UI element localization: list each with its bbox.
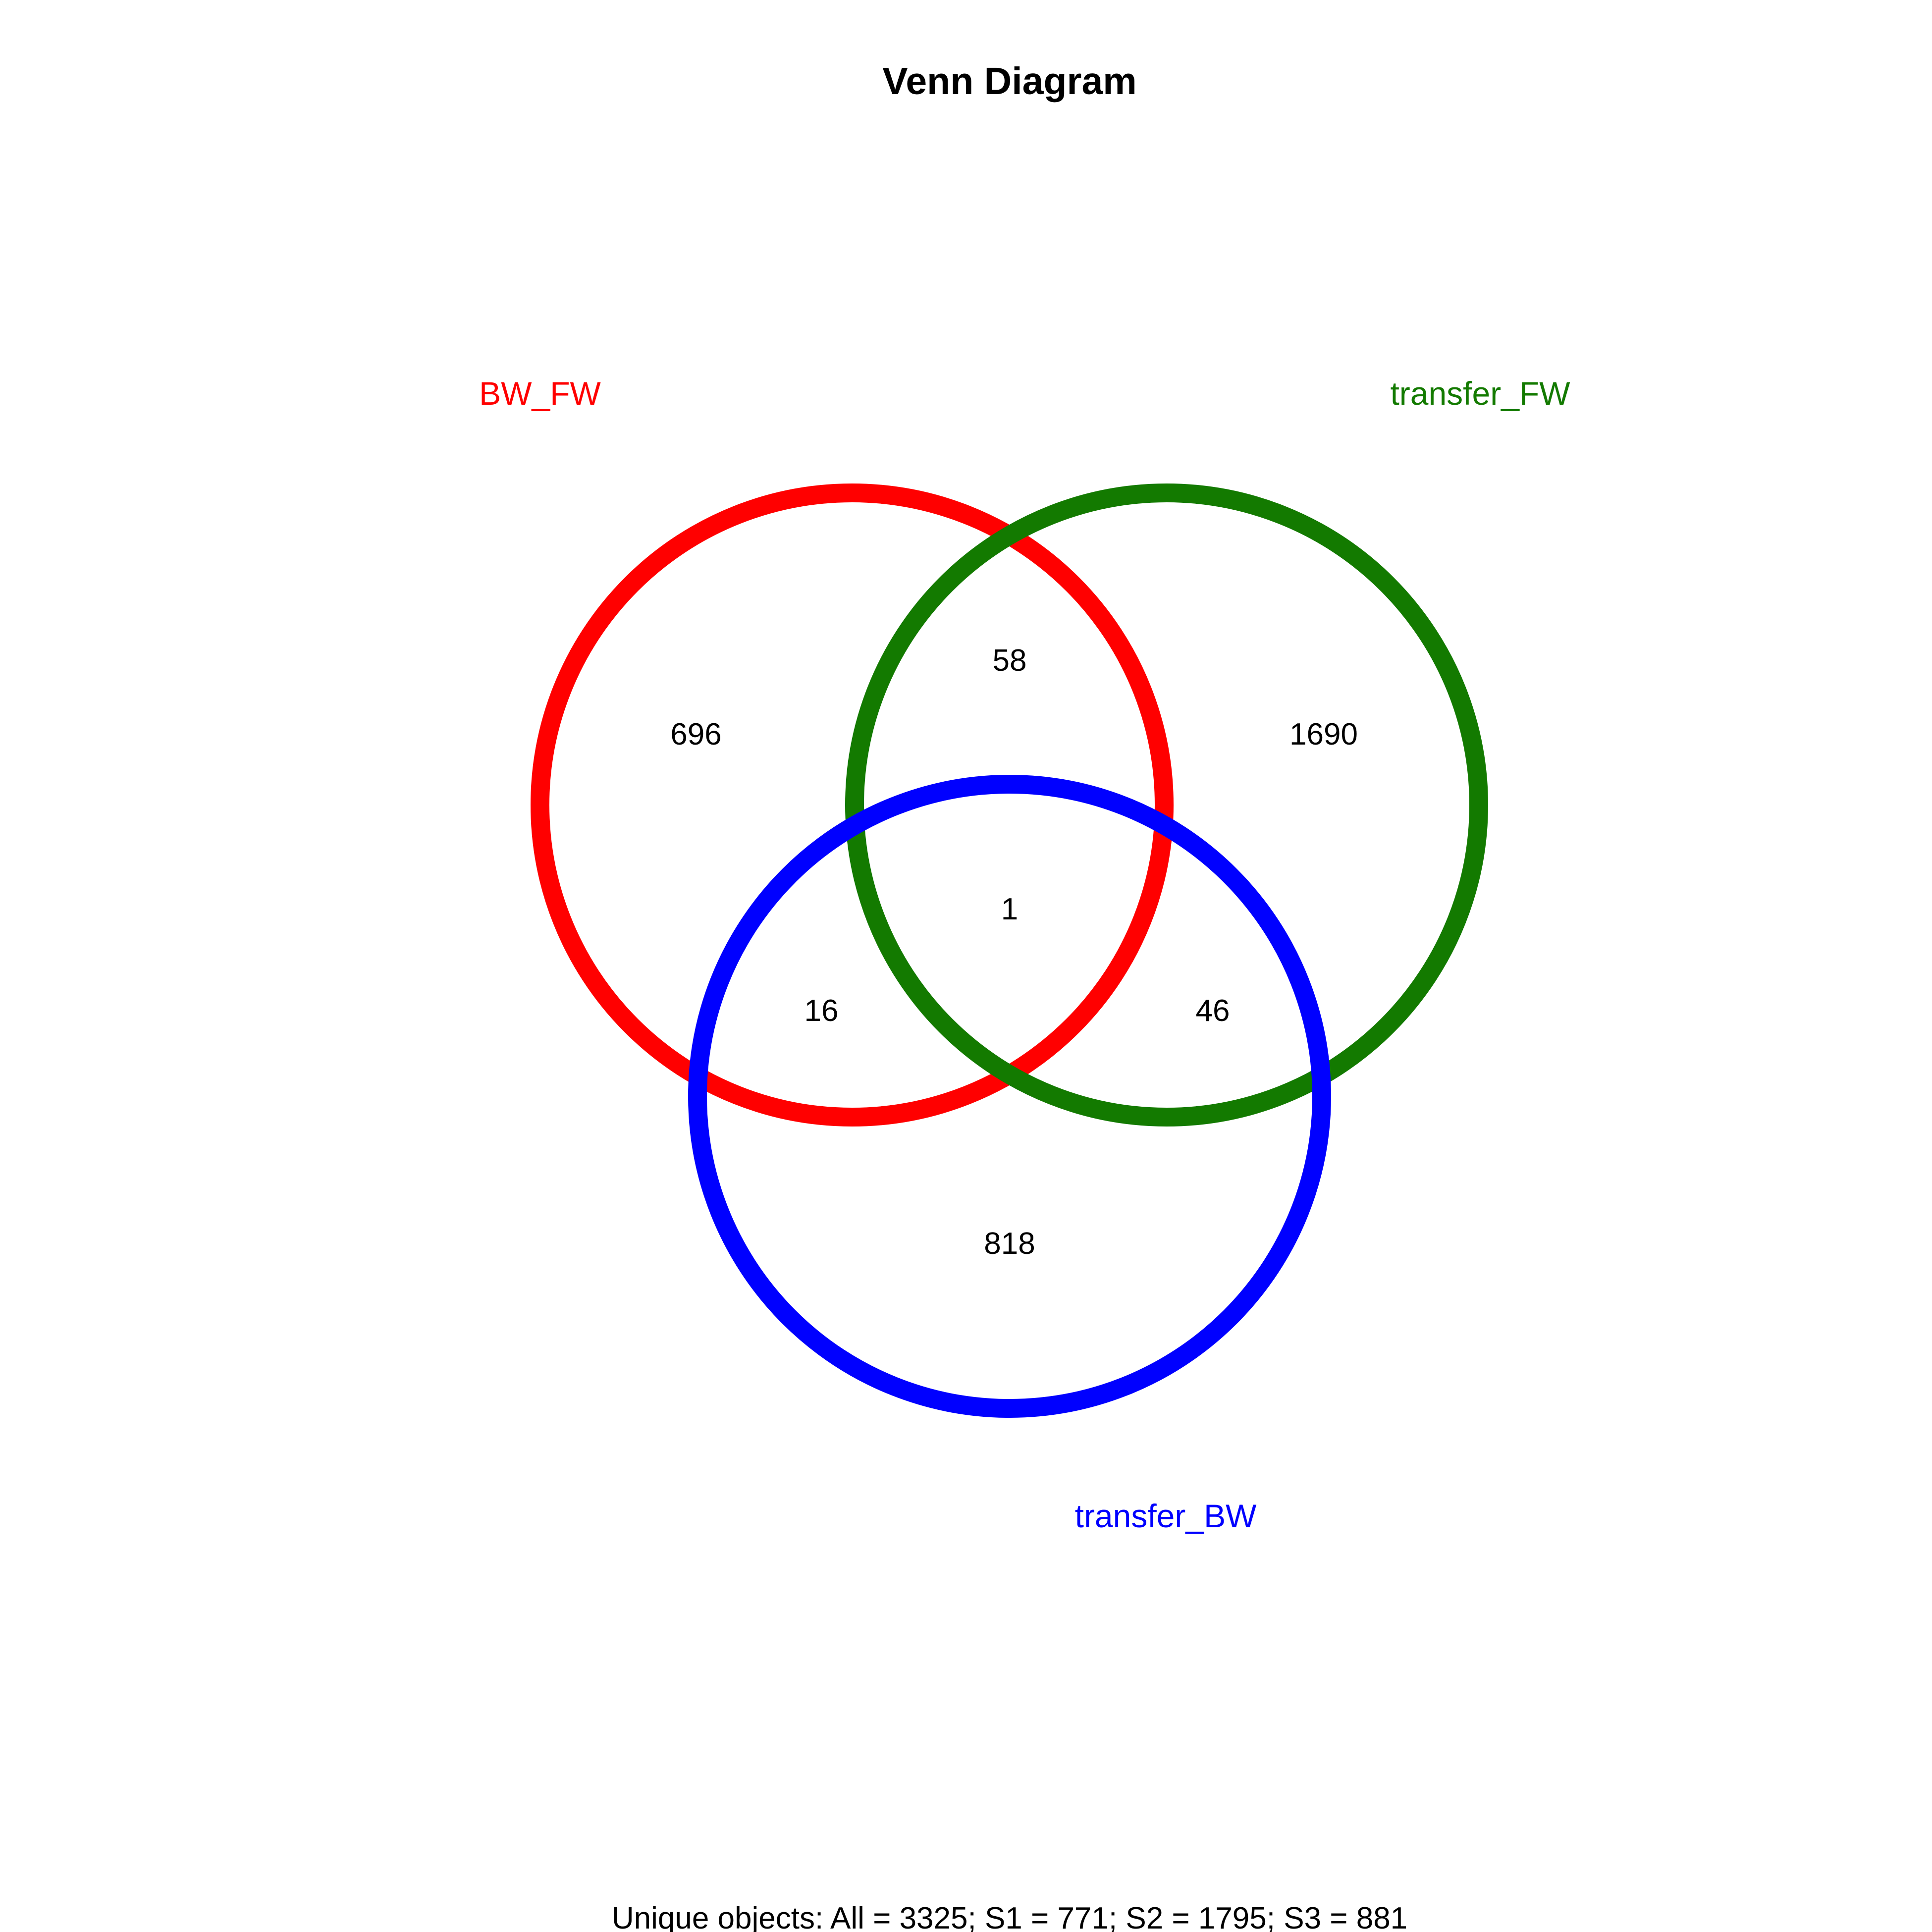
set-label-transfer-bw: transfer_BW: [1075, 1498, 1257, 1534]
unique-objects-summary: Unique objects: All = 3325; S1 = 771; S2…: [612, 1901, 1407, 1932]
count-bw-fw-and-transfer-fw: 58: [993, 644, 1027, 678]
count-only-transfer-fw: 1690: [1289, 717, 1358, 751]
count-all-three: 1: [1001, 892, 1018, 926]
diagram-title: Venn Diagram: [882, 60, 1137, 103]
count-bw-fw-and-transfer-bw: 16: [805, 994, 839, 1028]
set-circle-transfer-bw: [688, 775, 1331, 1418]
set-circle-transfer-fw: [845, 483, 1488, 1127]
set-label-transfer-fw: transfer_FW: [1390, 375, 1570, 412]
count-only-bw-fw: 696: [670, 717, 721, 751]
count-transfer-fw-and-transfer-bw: 46: [1196, 994, 1230, 1028]
set-circle-bw-fw: [531, 483, 1174, 1127]
set-label-bw-fw: BW_FW: [479, 375, 601, 412]
count-only-transfer-bw: 818: [984, 1227, 1035, 1261]
